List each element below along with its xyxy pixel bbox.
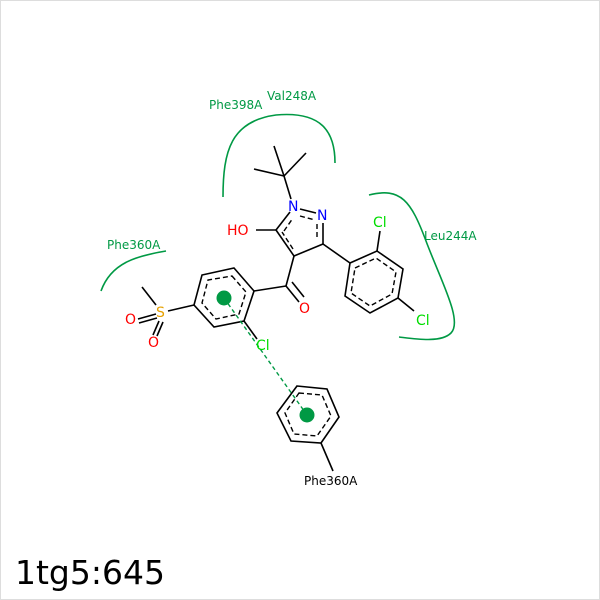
residue-label-phe398: Phe398A [209,98,263,112]
residue-label-phe360-hydrophobic: Phe360A [107,238,161,252]
residue-label-leu244: Leu244A [424,229,477,243]
atom-o-s2: O [148,335,159,351]
pi-stacking-line [223,297,308,416]
ring-centroid-phe360 [299,407,315,423]
ring-centroid-ligand [216,290,232,306]
hydrophobic-arc-leu244 [368,192,456,341]
atom-n2: N [317,208,327,224]
residue-label-phe360-pi: Phe360A [304,474,358,488]
carbonyl-group [253,281,305,303]
pyrazole-ring [256,208,351,287]
atom-cl-a: Cl [256,338,270,354]
diagram-title: 1tg5:645 [15,553,165,592]
dichlorophenyl-ring [344,230,415,314]
hydrophobic-arc-phe398-val248 [222,113,336,198]
atom-n1: N [288,199,298,215]
tert-butyl-group [253,145,307,200]
atom-cl-b2: Cl [416,313,430,329]
atom-o-carbonyl: O [299,301,310,317]
atom-ho: HO [227,223,249,239]
phe360-ring [276,385,340,472]
atom-s: S [156,305,165,321]
atom-cl-b1: Cl [373,215,387,231]
residue-label-val248: Val248A [267,89,317,103]
atom-o-s1: O [125,312,136,328]
hydrophobic-arc-phe360 [100,250,167,292]
chlorophenyl-sulfonyl-ring [137,267,258,340]
